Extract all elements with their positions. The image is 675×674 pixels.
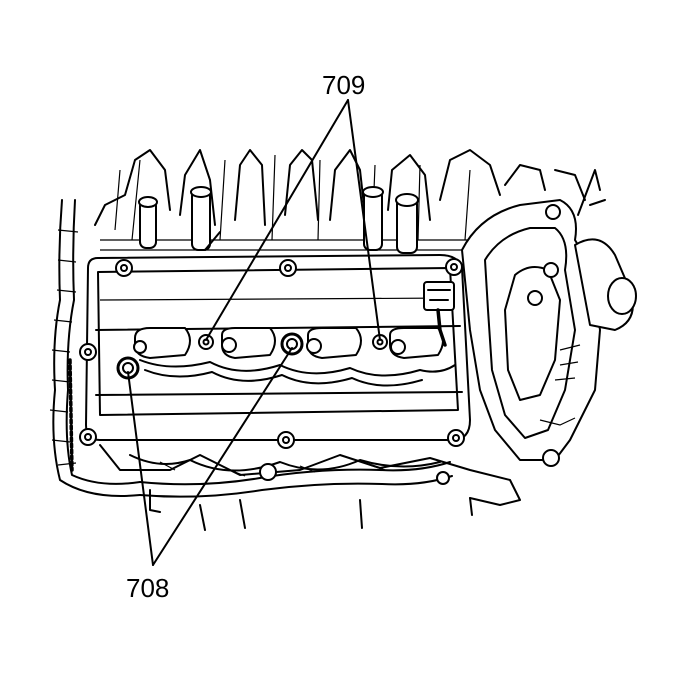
leader-lines [127,99,381,566]
electrical-connector [423,281,455,347]
callout-label-709: 709 [322,70,365,100]
front-bracket [461,169,637,467]
exhaust-manifold [99,444,521,531]
cover-bolts [79,258,465,449]
callout-label-708: 708 [126,573,169,603]
fuel-injectors [138,186,419,254]
wiring-harness [49,199,453,498]
